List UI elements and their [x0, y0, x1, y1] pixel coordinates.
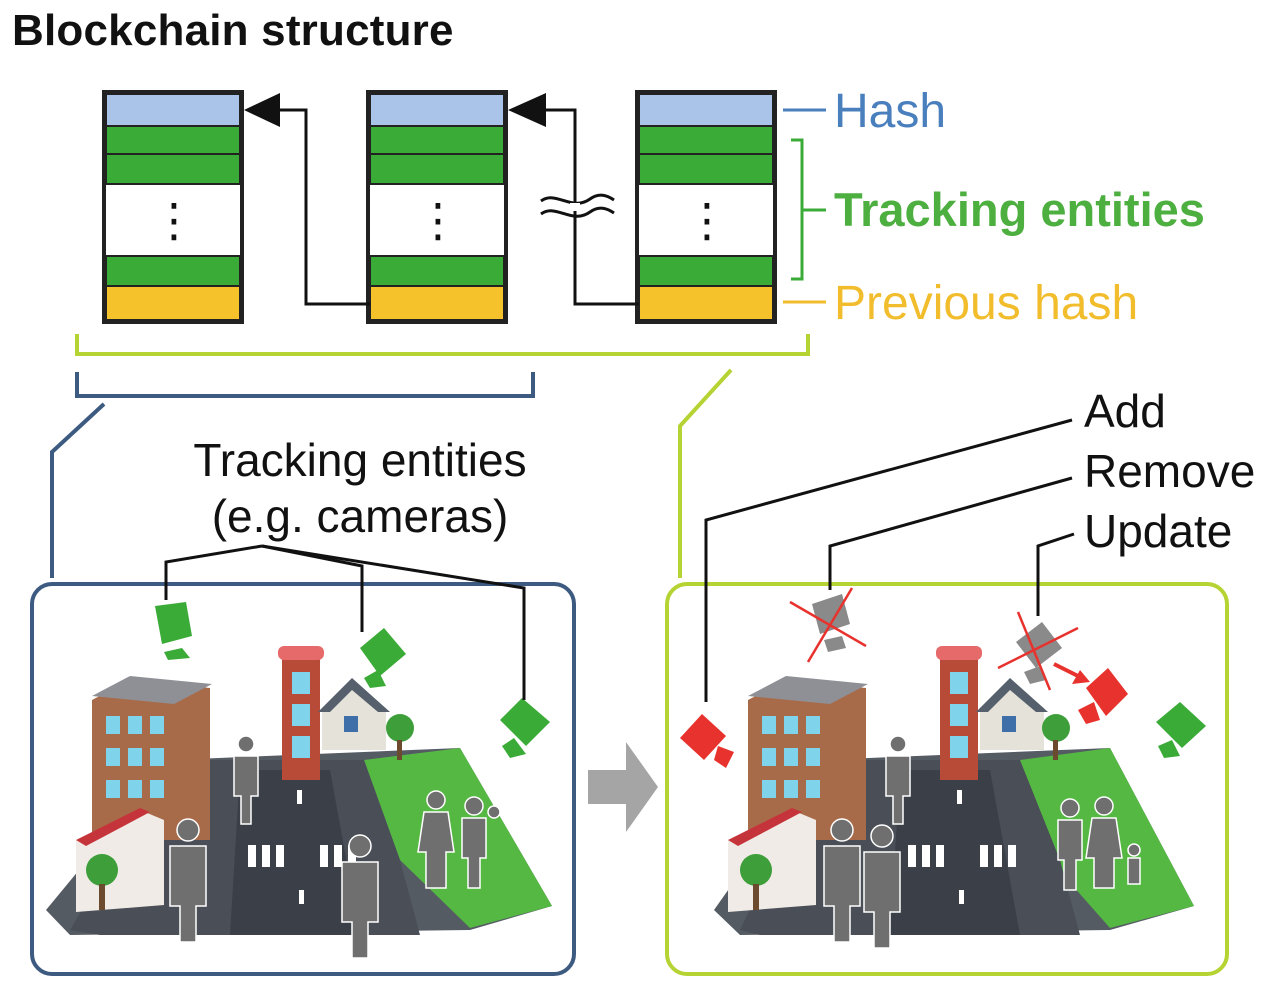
tracking-entities-caption: Tracking entities (e.g. cameras) — [150, 432, 570, 544]
block-2 — [366, 90, 508, 324]
block-3-ellipsis: ⋮ — [684, 193, 730, 247]
tracking-entities-legend-label: Tracking entities — [834, 183, 1205, 236]
block-3-entity — [638, 255, 774, 287]
block-2-previous-hash — [369, 285, 505, 321]
connector-to-left-scene — [50, 402, 106, 578]
left-camera-3 — [500, 698, 550, 758]
block-3-hash — [638, 93, 774, 127]
block-3-entity — [638, 125, 774, 155]
connector-to-right-scene — [678, 368, 733, 578]
transition-arrow — [588, 742, 658, 832]
diagram-title: Blockchain structure — [12, 6, 454, 55]
removed-camera — [789, 587, 867, 663]
action-pointers — [704, 418, 1075, 702]
block-2-entity — [369, 255, 505, 287]
block-1-ellipsis: ⋮ — [151, 193, 197, 247]
previous-hash-legend-label: Previous hash — [834, 277, 1139, 330]
block-2-entity — [369, 125, 505, 155]
right-scene-frame — [665, 582, 1229, 976]
block-1-entity — [105, 153, 241, 185]
block-1-entity — [105, 255, 241, 287]
tracking-entities-pointers — [164, 544, 526, 700]
hash-legend-label: Hash — [834, 85, 947, 138]
block-2-entity — [369, 153, 505, 185]
chain-arrow-3-to-2 — [508, 93, 639, 306]
updated-camera-old — [997, 611, 1079, 691]
block-1-previous-hash — [105, 285, 241, 321]
block-3-entity — [638, 153, 774, 185]
right-camera-unchanged — [1156, 702, 1206, 758]
tracking-legend-brace — [791, 138, 826, 281]
chain-break-symbol — [540, 193, 615, 205]
block-3 — [635, 90, 777, 324]
left-scene-frame — [30, 582, 576, 976]
left-camera-2 — [360, 628, 406, 688]
block-1 — [102, 90, 244, 324]
update-label: Update — [1084, 505, 1233, 557]
left-city-scene — [46, 646, 552, 959]
bracket-all-blocks — [75, 334, 810, 356]
block-1-entity — [105, 125, 241, 155]
block-3-previous-hash — [638, 285, 774, 321]
add-label: Add — [1084, 385, 1166, 437]
tracking-entities-caption-line2: (e.g. cameras) — [211, 490, 509, 542]
block-2-ellipsis: ⋮ — [415, 193, 461, 247]
remove-label: Remove — [1084, 445, 1256, 497]
bracket-single-block — [75, 372, 535, 398]
block-2-hash — [369, 93, 505, 127]
update-move-arrow — [1053, 662, 1090, 684]
block-1-hash — [105, 93, 241, 127]
updated-camera-new — [1078, 668, 1128, 724]
right-city-scene — [714, 646, 1194, 949]
added-camera — [680, 714, 734, 768]
tracking-entities-caption-line1: Tracking entities — [193, 434, 527, 486]
chain-arrow-2-to-1 — [244, 93, 370, 306]
left-camera-1 — [155, 602, 192, 660]
